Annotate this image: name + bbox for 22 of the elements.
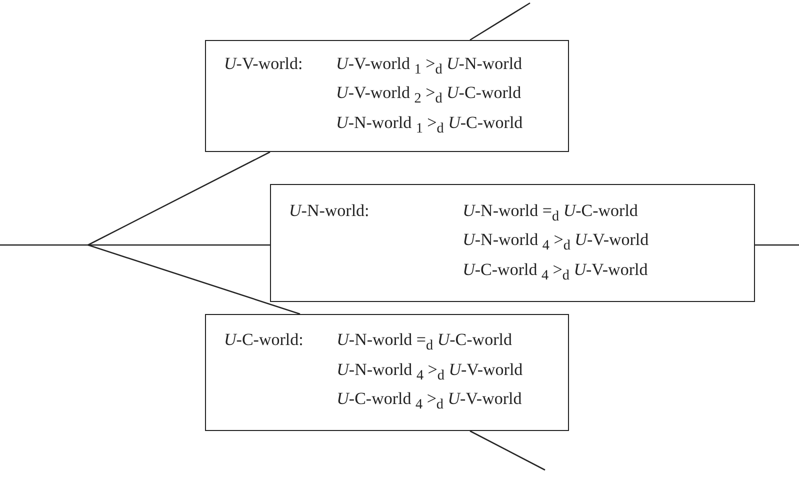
branch-line (88, 151, 270, 246)
preference-relation: U-N-world =$_{d}$ U-C-world (336, 329, 512, 356)
preference-relation: U-V-world $_{2}$ >$_{d}$ U-C-world (336, 82, 522, 109)
branch-line (755, 244, 799, 246)
branch-line (88, 244, 300, 315)
preference-relation: U-N-world =$_{d}$ U-C-world (462, 200, 638, 226)
preference-relation: U-C-world $_{4}$ >$_{d}$ U-V-world (462, 258, 648, 286)
world-heading: U-N-world: (289, 200, 370, 222)
preference-relation: U-C-world $_{4}$ >$_{d}$ U-V-world (336, 388, 522, 415)
world-box (270, 184, 755, 302)
world-box (205, 40, 569, 152)
preference-relation: U-V-world $_{1}$ >$_{d}$ U-N-world (336, 52, 522, 80)
branch-line (0, 244, 88, 246)
branch-line (88, 244, 270, 246)
preference-relation: U-N-world $_{4}$ >$_{d}$ U-V-world (462, 229, 649, 256)
preference-relation: U-N-world $_{1}$ >$_{d}$ U-C-world (336, 112, 523, 138)
world-heading: U-C-world: (224, 329, 304, 352)
branch-line (470, 430, 546, 471)
branch-line (470, 2, 530, 41)
preference-relation: U-N-world $_{4}$ >$_{d}$ U-V-world (336, 358, 523, 386)
world-heading: U-V-world: (224, 52, 303, 75)
world-box (205, 314, 569, 431)
